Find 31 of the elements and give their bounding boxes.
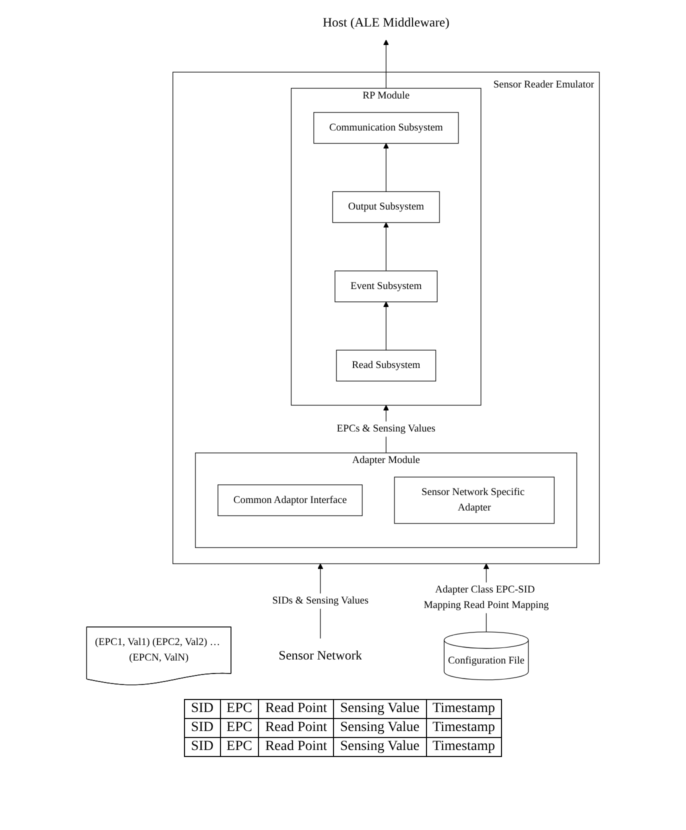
process-box: Sensor Network Specific Adapter xyxy=(394,476,555,524)
table-cell: Read Point xyxy=(259,738,334,757)
process-box: Output Subsystem xyxy=(332,191,440,223)
database-cylinder: Configuration File xyxy=(444,632,529,680)
module-title: RP Module xyxy=(362,90,410,102)
table-cell: Timestamp xyxy=(426,738,502,757)
table-cell: SID xyxy=(184,738,221,757)
module-title: Sensor Reader Emulator xyxy=(493,79,594,90)
table-cell: Sensing Value xyxy=(334,719,427,738)
endpoint-label: Host (ALE Middleware) xyxy=(322,15,450,30)
table-cell: EPC xyxy=(220,700,260,719)
table-cell: EPC xyxy=(220,719,260,738)
table-cell: Sensing Value xyxy=(334,700,427,719)
process-box: Common Adaptor Interface xyxy=(218,484,363,516)
table-cell: SID xyxy=(184,700,221,719)
table-cell: Read Point xyxy=(259,719,334,738)
table-cell: EPC xyxy=(220,738,260,757)
table-cell: Sensing Value xyxy=(334,738,427,757)
edge-label: EPCs & Sensing Values xyxy=(336,421,436,437)
endpoint-label: Sensor Network xyxy=(278,648,362,663)
process-box: Read Subsystem xyxy=(336,350,436,382)
table-cell: Timestamp xyxy=(426,700,502,719)
table-cell: SID xyxy=(184,719,221,738)
process-box: Event Subsystem xyxy=(334,270,438,302)
module-title: Adapter Module xyxy=(352,454,420,466)
process-box: Communication Subsystem xyxy=(313,112,459,144)
document-note: (EPC1, Val1) (EPC2, Val2) … (EPCN, ValN) xyxy=(86,626,232,686)
edge-label: Adapter Class EPC-SID Mapping Read Point Mapping xyxy=(422,582,551,614)
table-cell: Timestamp xyxy=(426,719,502,738)
table-cell: Read Point xyxy=(259,700,334,719)
edge-label: SIDs & Sensing Values xyxy=(272,593,369,609)
